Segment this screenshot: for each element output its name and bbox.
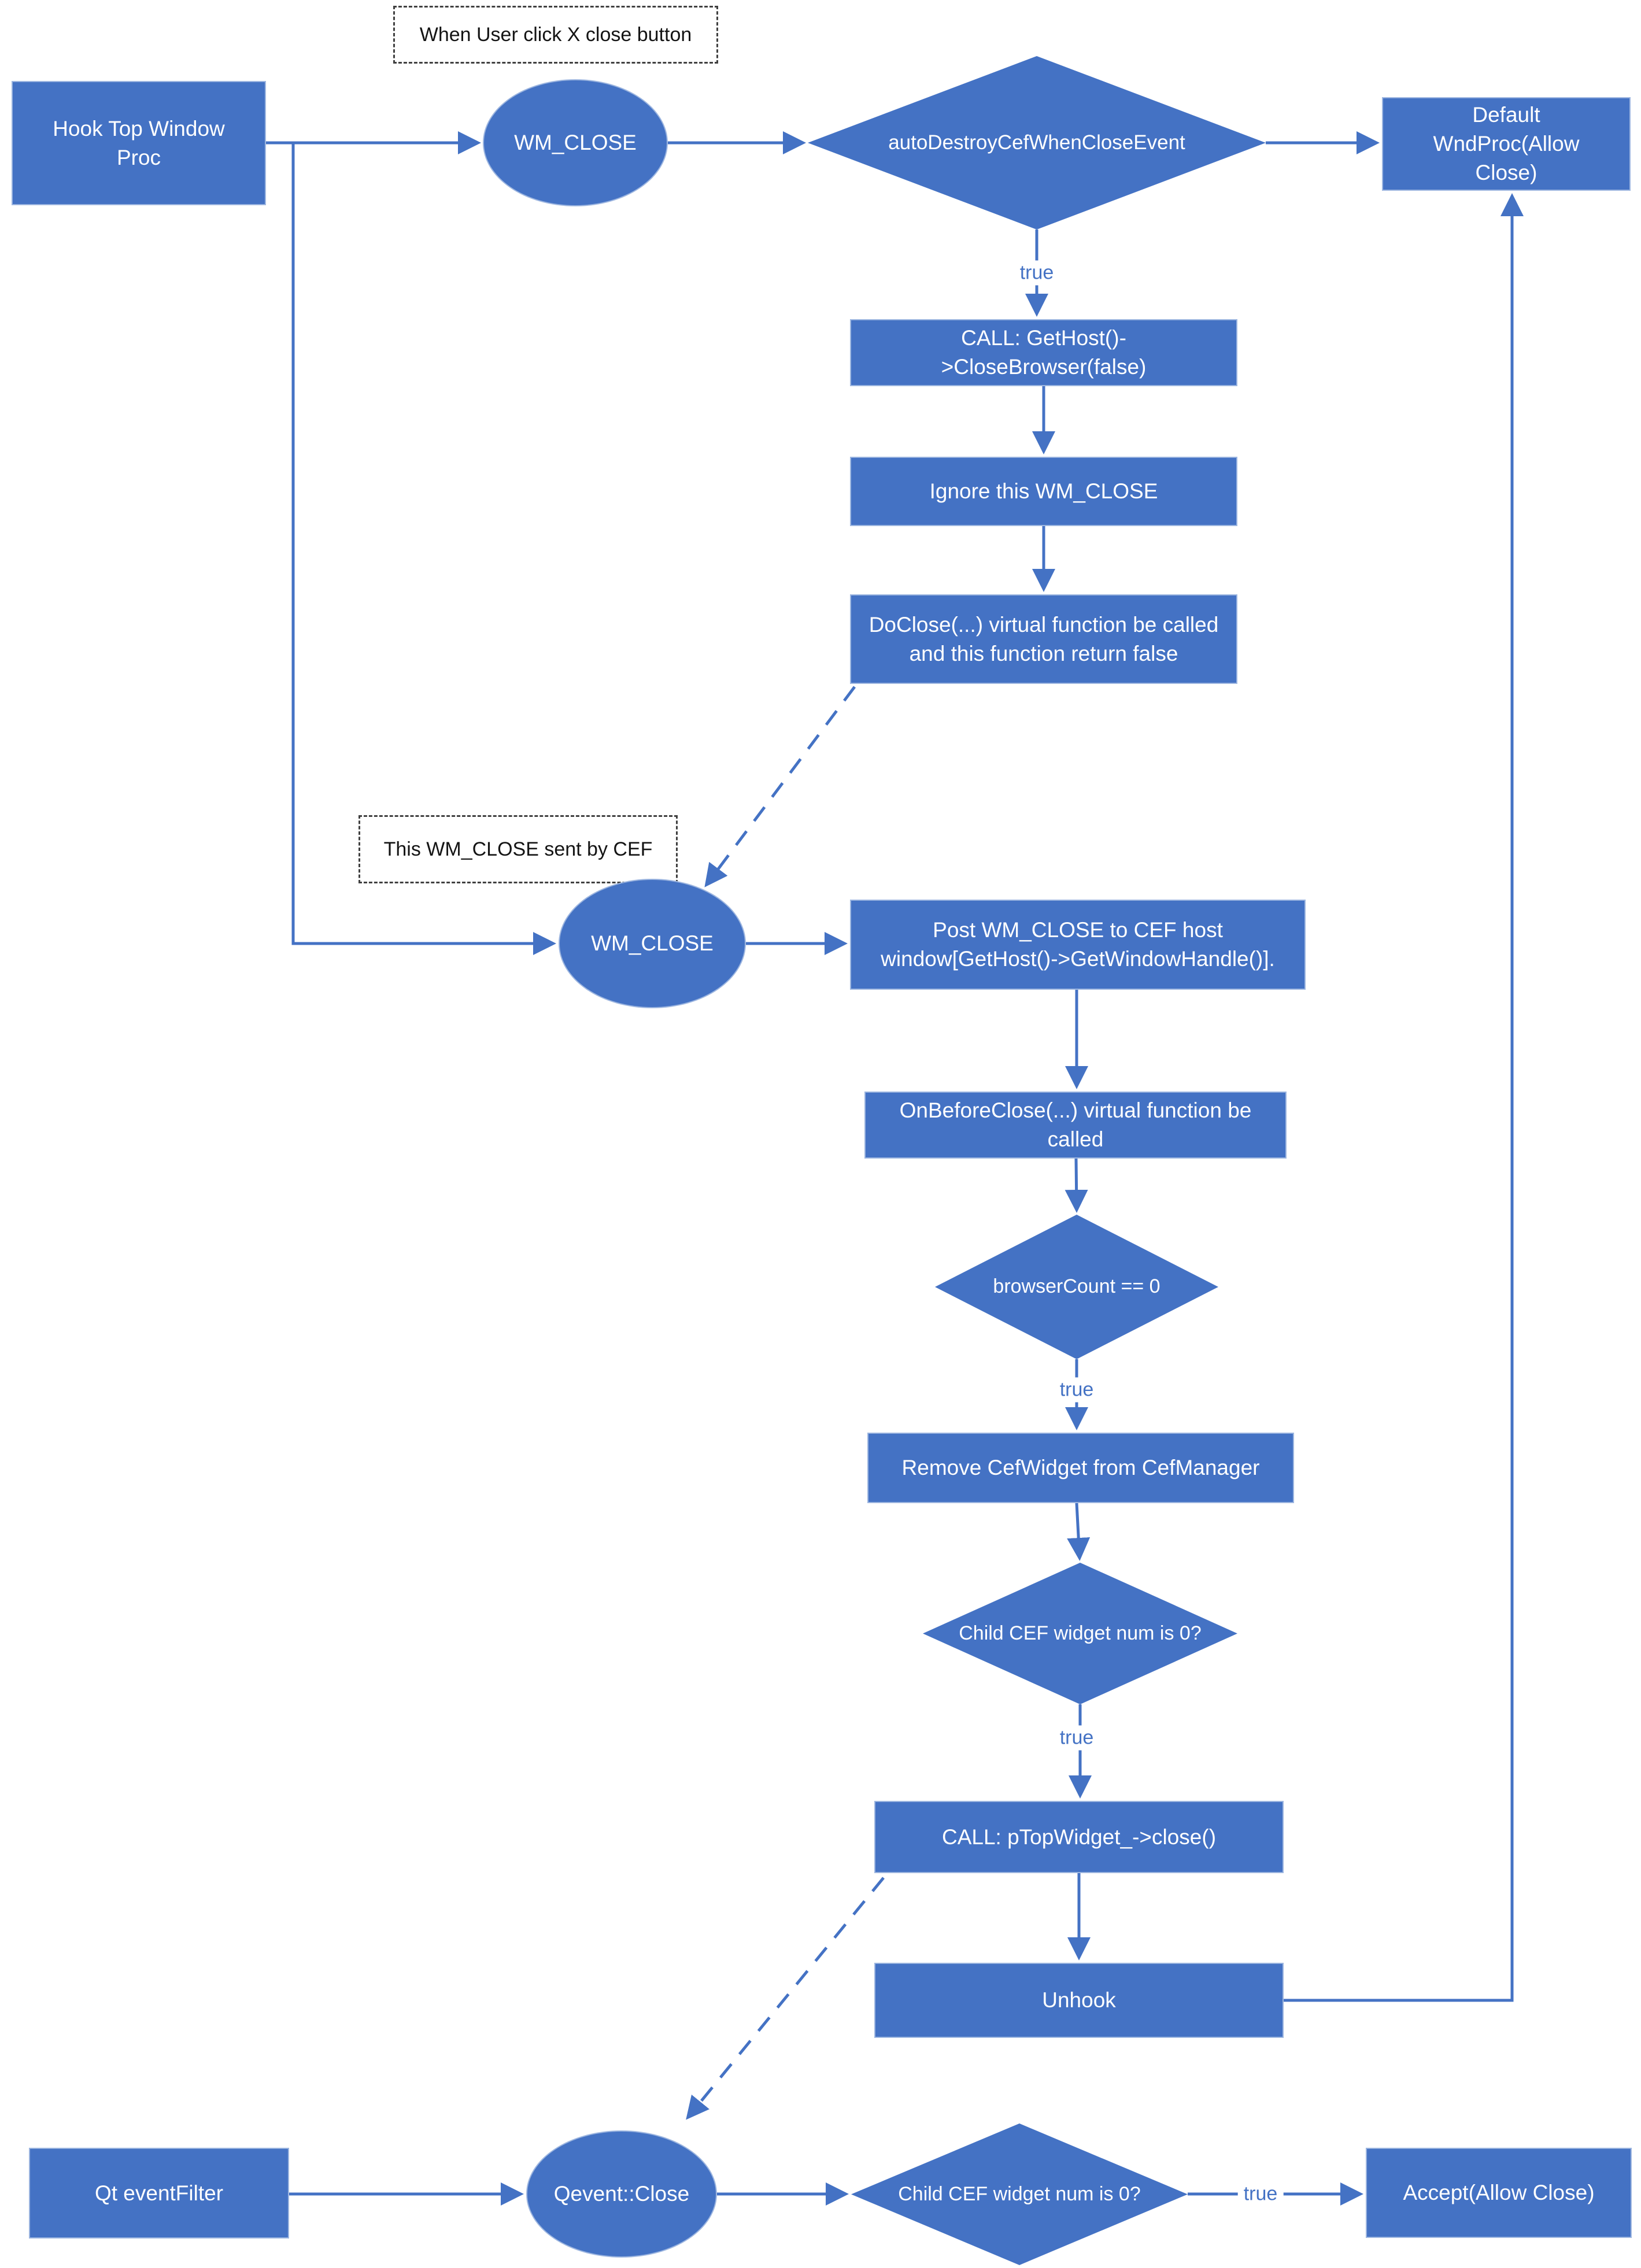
node-unhook-label: Unhook xyxy=(1042,1988,1116,2012)
note-when-user-click-x: When User click X close button xyxy=(393,6,718,64)
edge-unhook-to-defaultwndproc xyxy=(1284,193,1524,2002)
edge-label-true-1: true xyxy=(1014,260,1060,286)
node-qevent-close: Qevent::Close xyxy=(526,2130,717,2258)
edge-remove-to-childwidget xyxy=(1067,1503,1091,1561)
edge-calltopwidget-to-qeventclose-dashed xyxy=(686,1877,885,2120)
node-wm-close-2-label: WM_CLOSE xyxy=(591,931,714,956)
node-call-close-browser: CALL: GetHost()->CloseBrowser(false) xyxy=(850,319,1237,386)
node-qevent-close-label: Qevent::Close xyxy=(553,2182,690,2206)
node-remove-cef-widget-label: Remove CefWidget from CefManager xyxy=(901,1456,1260,1480)
node-post-wm-close: Post WM_CLOSE to CEF host window[GetHost… xyxy=(850,900,1306,990)
node-ignore-wm-close: Ignore this WM_CLOSE xyxy=(850,457,1237,526)
node-do-close: DoClose(...) virtual function be called … xyxy=(850,594,1237,684)
node-default-wndproc: Default WndProc(Allow Close) xyxy=(1382,97,1631,191)
edge-onbeforeclose-to-browsercount xyxy=(1065,1158,1088,1213)
node-call-top-widget-close: CALL: pTopWidget_->close() xyxy=(874,1801,1284,1873)
edge-hook-branch-to-wmclose2 xyxy=(291,143,556,955)
note-wm-close-sent-by-cef-label: This WM_CLOSE sent by CEF xyxy=(383,838,653,860)
node-child-widget-decision-label: Child CEF widget num is 0? xyxy=(959,1622,1202,1644)
node-do-close-label: DoClose(...) virtual function be called … xyxy=(868,612,1219,665)
node-auto-destroy-decision-label: autoDestroyCefWhenCloseEvent xyxy=(888,131,1185,154)
node-wm-close-2: WM_CLOSE xyxy=(559,879,746,1008)
node-call-top-widget-close-label: CALL: pTopWidget_->close() xyxy=(941,1825,1217,1849)
note-when-user-click-x-label: When User click X close button xyxy=(419,23,692,46)
node-call-close-browser-label: CALL: GetHost()->CloseBrowser(false) xyxy=(941,326,1147,379)
node-on-before-close-label: OnBeforeClose(...) virtual function be c… xyxy=(899,1098,1252,1151)
node-hook-top-window-proc: Hook Top Window Proc xyxy=(12,81,266,205)
node-unhook: Unhook xyxy=(874,1963,1284,2038)
node-accept-label: Accept(Allow Close) xyxy=(1403,2181,1595,2205)
edge-doclose-to-wmclose2-dashed xyxy=(704,686,856,887)
node-wm-close-1-label: WM_CLOSE xyxy=(514,131,637,155)
node-qt-event-filter-label: Qt eventFilter xyxy=(94,2181,224,2205)
node-on-before-close: OnBeforeClose(...) virtual function be c… xyxy=(864,1092,1287,1159)
node-accept: Accept(Allow Close) xyxy=(1366,2148,1632,2238)
node-qt-event-filter: Qt eventFilter xyxy=(29,2148,289,2239)
node-hook-top-window-proc-label: Hook Top Window Proc xyxy=(53,116,225,169)
note-wm-close-sent-by-cef: This WM_CLOSE sent by CEF xyxy=(358,815,678,883)
node-post-wm-close-label: Post WM_CLOSE to CEF host window[GetHost… xyxy=(881,918,1275,971)
edge-label-true-2: true xyxy=(1054,1377,1100,1403)
edge-label-true-3: true xyxy=(1054,1725,1100,1751)
node-remove-cef-widget: Remove CefWidget from CefManager xyxy=(867,1433,1294,1503)
node-default-wndproc-label: Default WndProc(Allow Close) xyxy=(1433,103,1580,184)
node-ignore-wm-close-label: Ignore this WM_CLOSE xyxy=(929,479,1158,504)
node-child-widget-decision-2-label: Child CEF widget num is 0? xyxy=(898,2182,1141,2205)
node-wm-close-1: WM_CLOSE xyxy=(483,79,668,206)
edge-label-true-4: true xyxy=(1237,2181,1284,2207)
node-browser-count-decision-label: browserCount == 0 xyxy=(993,1275,1160,1298)
